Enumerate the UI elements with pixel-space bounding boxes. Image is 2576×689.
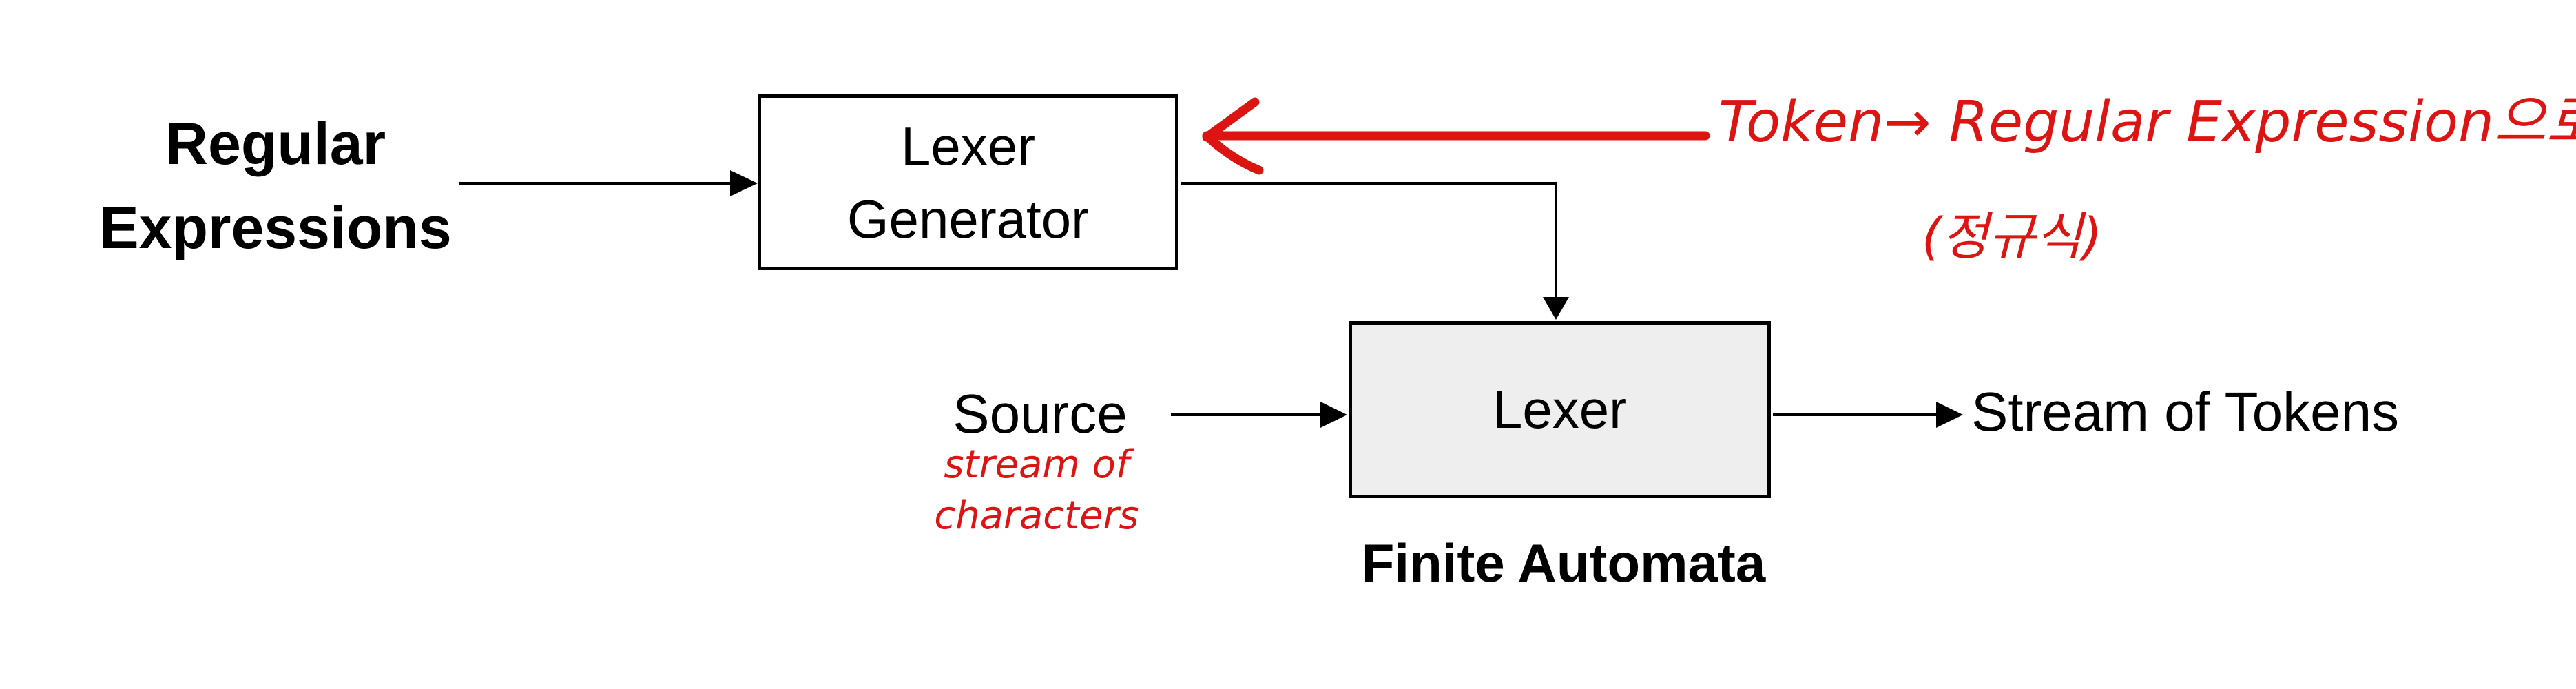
regular-expressions-line2: Expressions [99, 195, 452, 261]
finite-automata-label: Finite Automata [1361, 533, 1766, 593]
stream-of-characters-line2: characters [934, 493, 1139, 538]
arrow-source-to-lexer [1171, 402, 1347, 428]
stream-of-tokens-label: Stream of Tokens [1971, 381, 2400, 442]
token-regex-annotation: Token→ Regular Expression으로 정의 [1718, 90, 2576, 155]
connector-generator-to-lexer [1181, 182, 1569, 320]
arrowhead-down-icon [1543, 297, 1569, 320]
arrow-lexer-to-tokens [1773, 402, 1963, 428]
lexer-generator-line1: Lexer [900, 115, 1036, 176]
stream-of-characters-line1: stream of [944, 442, 1130, 487]
red-arrowhead-upper-barb [1202, 97, 1260, 142]
lexer-generator-line2: Generator [846, 188, 1090, 249]
arrow-regex-to-generator [459, 170, 758, 196]
regular-expressions-label: Regular Expressions [69, 102, 482, 270]
lexer-generator-box: Lexer Generator [758, 94, 1178, 270]
stream-of-characters-annotation: stream of characters [902, 440, 1171, 542]
regular-expressions-line1: Regular [165, 111, 386, 177]
red-annotation-arrow [1202, 97, 1710, 175]
lexer-box: Lexer [1349, 321, 1771, 498]
arrowhead-right-icon [730, 170, 758, 196]
token-regex-annotation-sub: (정규식) [1922, 207, 2102, 267]
arrowhead-right-icon [1936, 402, 1963, 428]
arrowhead-right-icon [1320, 402, 1347, 428]
red-arrowhead-lower-barb [1202, 131, 1264, 175]
source-label: Source [953, 383, 1128, 444]
lexer-box-label: Lexer [1492, 379, 1628, 440]
